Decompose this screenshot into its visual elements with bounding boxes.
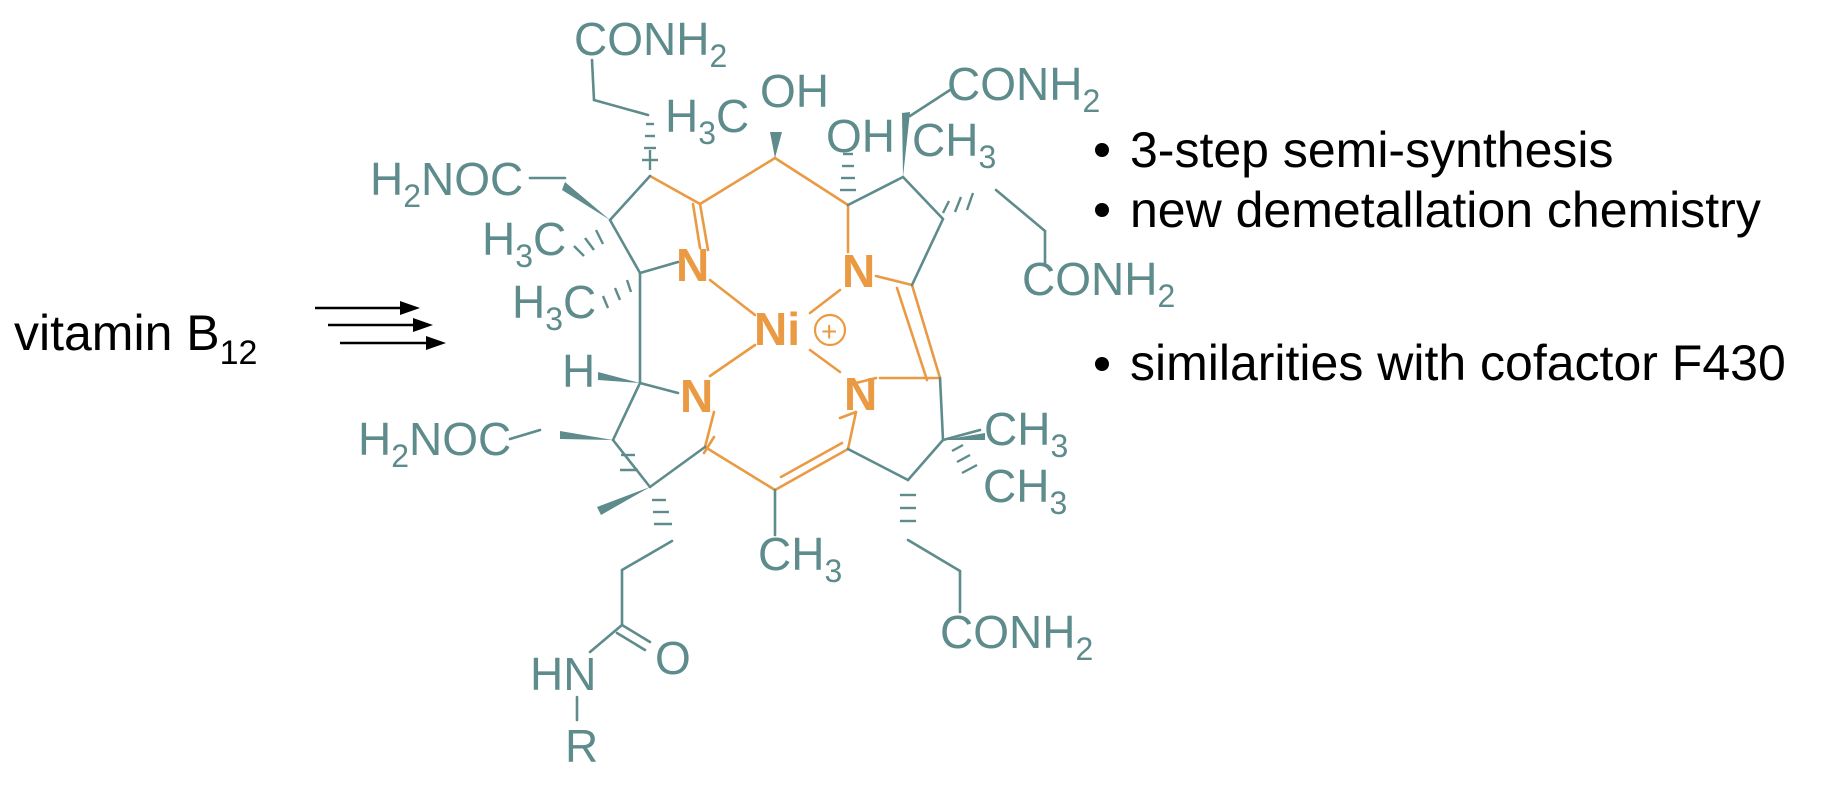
hn-label: HN bbox=[530, 648, 596, 700]
bullet-2: new demetallation chemistry bbox=[1130, 182, 1761, 238]
oh-top: OH bbox=[760, 65, 829, 117]
nitrogen-a: N bbox=[676, 239, 709, 291]
h-label: H bbox=[562, 345, 595, 397]
nitrogen-b: N bbox=[842, 245, 875, 297]
positive-charge-sign: + bbox=[821, 316, 837, 347]
bullet-dot bbox=[1095, 143, 1109, 157]
bullet-dot bbox=[1095, 203, 1109, 217]
h2noc-lower: H2NOC bbox=[358, 413, 511, 474]
hashed-bonds bbox=[573, 122, 978, 526]
h3c-top: H3C bbox=[665, 90, 749, 151]
bullet-1: 3-step semi-synthesis bbox=[1130, 122, 1614, 178]
ch3-meso: CH3 bbox=[758, 528, 842, 589]
nitrogen-c: N bbox=[844, 368, 877, 420]
ch3-top-right: CH3 bbox=[912, 114, 996, 175]
ch3-right-lower: CH3 bbox=[983, 460, 1067, 521]
periphery-bonds bbox=[508, 58, 1047, 722]
substituent-labels: CONH2 H3C OH OH CONH2 CH3 H2NOC H3C H3C … bbox=[358, 13, 1175, 772]
conh2-top-left: CONH2 bbox=[574, 13, 727, 74]
ch3-right-upper: CH3 bbox=[984, 403, 1068, 464]
h2noc-upper: H2NOC bbox=[370, 153, 523, 214]
o-label: O bbox=[655, 632, 691, 684]
h3c-left-lower: H3C bbox=[512, 276, 596, 337]
macrocycle-core-bonds bbox=[648, 156, 942, 492]
core-atoms: N N N N Ni + bbox=[676, 239, 877, 422]
conh2-top-right: CONH2 bbox=[947, 58, 1100, 119]
nitrogen-d: N bbox=[680, 370, 713, 422]
wedge-bonds bbox=[560, 112, 985, 515]
conh2-bottom-right: CONH2 bbox=[940, 606, 1093, 667]
bullet-3: similarities with cofactor F430 bbox=[1130, 335, 1786, 391]
reactant-label: vitamin B12 bbox=[14, 305, 257, 372]
bullet-list: 3-step semi-synthesis new demetallation … bbox=[1095, 122, 1786, 391]
positive-charge-icon bbox=[813, 313, 847, 347]
nickel-atom: Ni bbox=[754, 303, 800, 355]
h3c-left-upper: H3C bbox=[482, 213, 566, 274]
three-step-arrows bbox=[315, 301, 446, 350]
conh2-right: CONH2 bbox=[1022, 253, 1175, 314]
oh-top-right: OH bbox=[826, 110, 895, 162]
r-label: R bbox=[565, 720, 598, 772]
reactant-subscript: 12 bbox=[220, 334, 258, 372]
molecule-structure: N N N N Ni + CONH2 H3C OH OH CONH2 CH3 H… bbox=[358, 13, 1175, 772]
bullet-dot bbox=[1095, 357, 1109, 371]
